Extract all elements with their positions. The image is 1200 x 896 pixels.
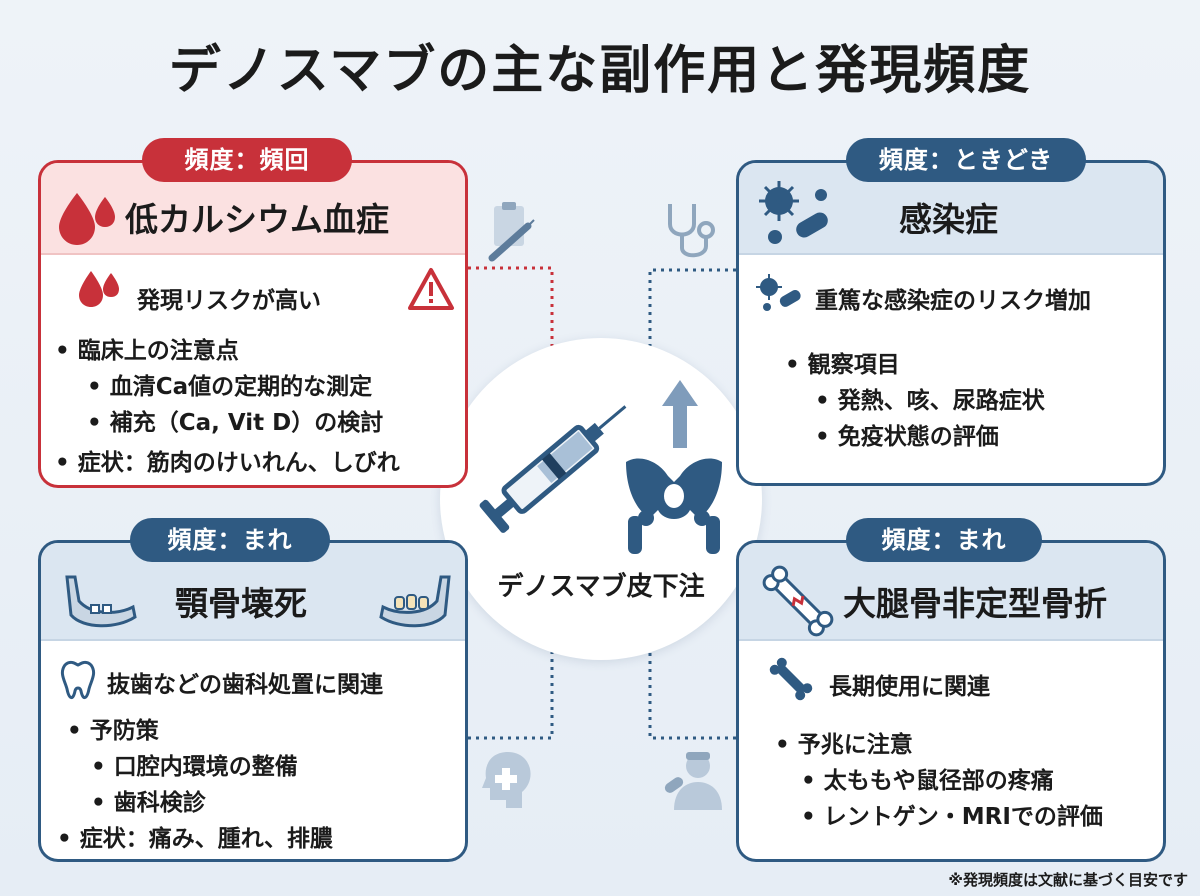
pelvis-icon <box>626 458 722 554</box>
risk-text: 長期使用に関連 <box>829 674 990 700</box>
point-text: 予防策 <box>67 711 159 745</box>
sub-point-1: 血清Ca値の定期的な測定 <box>87 367 372 401</box>
sub-point-1: 発熱、咳、尿路症状 <box>815 381 1045 415</box>
jaw-bone-icon <box>65 575 137 628</box>
warning-icon <box>408 268 454 310</box>
blood-drops-small-icon <box>79 271 119 307</box>
risk-text: 抜歯などの歯科処置に関連 <box>107 672 383 698</box>
footnote: ※発現頻度は文献に基づく目安です <box>948 871 1188 889</box>
sub-point-2: 免疫状態の評価 <box>815 417 999 451</box>
sub-point-1: 太ももや鼠径部の疼痛 <box>801 761 1054 795</box>
doctor-icon <box>664 752 722 810</box>
sub-point-1: 口腔内環境の整備 <box>91 747 298 781</box>
card-title: 低カルシウム血症 <box>125 200 389 239</box>
card-femur: 大腿骨非定型骨折 長期使用に関連 予兆に注意 太ももや鼠径部の疼痛 レントゲン・… <box>736 540 1166 862</box>
frequency-badge-hypocalcemia: 頻度：頻回 <box>142 138 352 182</box>
card-onj: 顎骨壊死 抜歯などの歯科処置に関連 予防策 口腔内環境の整備 歯科検診 症状：痛… <box>38 540 468 862</box>
sub-point-2: レントゲン・MRIでの評価 <box>801 797 1103 831</box>
bacteria-small-icon <box>756 274 801 311</box>
tooth-icon <box>60 660 96 699</box>
sub-point-2: 歯科検診 <box>91 783 206 817</box>
risk-text: 重篤な感染症のリスク増加 <box>815 288 1091 314</box>
card-infection: 感染症 重篤な感染症のリスク増加 観察項目 発熱、咳、尿路症状 免疫状態の評価 <box>736 160 1166 486</box>
blood-drops-icon <box>59 193 115 245</box>
symptoms-text: 症状：筋肉のけいれん、しびれ <box>55 443 400 477</box>
page-title: デノスマブの主な副作用と発現頻度 <box>168 41 1032 101</box>
card-title: 大腿骨非定型骨折 <box>843 584 1107 623</box>
center-label: デノスマブ皮下注 <box>497 572 705 602</box>
fractured-femur-icon <box>762 565 834 637</box>
sub-point-2: 補充（Ca, Vit D）の検討 <box>87 403 384 437</box>
arrow-up-icon <box>662 380 698 448</box>
point-text: 予兆に注意 <box>775 725 913 759</box>
head-health-icon <box>482 752 531 808</box>
point-text: 臨床上の注意点 <box>55 331 239 365</box>
bone-icon <box>769 657 813 701</box>
bacteria-icon <box>759 181 828 244</box>
jaw-teeth-icon <box>379 575 451 628</box>
frequency-badge-infection: 頻度：ときどき <box>846 138 1086 182</box>
card-hypocalcemia: 低カルシウム血症 発現リスクが高い 臨床上の注意点 血清Ca値の定期的な測定 補… <box>38 160 468 488</box>
symptoms-text: 症状：痛み、腫れ、排膿 <box>57 819 333 853</box>
clipboard-syringe-icon <box>488 202 535 262</box>
frequency-badge-onj: 頻度：まれ <box>130 518 330 562</box>
card-title: 顎骨壊死 <box>175 584 307 623</box>
stethoscope-icon <box>668 204 715 258</box>
card-title: 感染症 <box>899 200 998 239</box>
risk-text: 発現リスクが高い <box>137 288 321 314</box>
point-text: 観察項目 <box>785 345 900 379</box>
syringe-icon <box>479 405 627 533</box>
frequency-badge-femur: 頻度：まれ <box>846 518 1042 562</box>
